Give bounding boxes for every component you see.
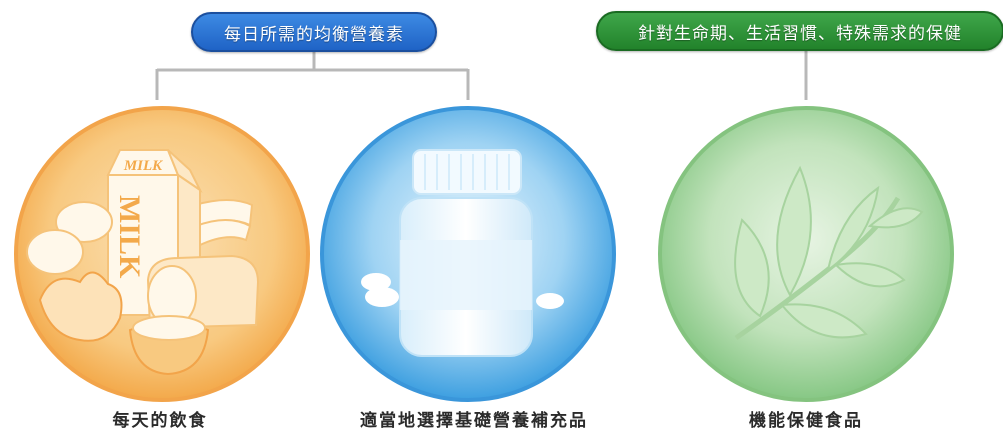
caption-basic-supplements: 適當地選擇基礎營養補充品 — [360, 411, 588, 431]
milk-carton-top-text: MILK — [123, 158, 163, 174]
functional-food-circle — [658, 106, 954, 402]
health-care-label: 針對生命期、生活習慣、特殊需求的保健 — [638, 23, 962, 44]
food-icon: MILK MILK — [26, 149, 260, 376]
health-care-pill: 針對生命期、生活習慣、特殊需求的保健 — [596, 11, 1003, 51]
caption-functional-food: 機能保健食品 — [749, 411, 863, 431]
supplement-bottle-icon — [361, 149, 564, 357]
daily-nutrition-label: 每日所需的均衡營養素 — [224, 24, 404, 45]
leaf-icon — [734, 165, 924, 341]
daily-nutrition-pill: 每日所需的均衡營養素 — [191, 12, 437, 52]
daily-food-circle: MILK MILK — [14, 106, 310, 402]
milk-carton-side-text: MILK — [113, 195, 146, 279]
caption-daily-diet: 每天的飲食 — [112, 411, 208, 431]
supplement-circle — [320, 106, 616, 402]
